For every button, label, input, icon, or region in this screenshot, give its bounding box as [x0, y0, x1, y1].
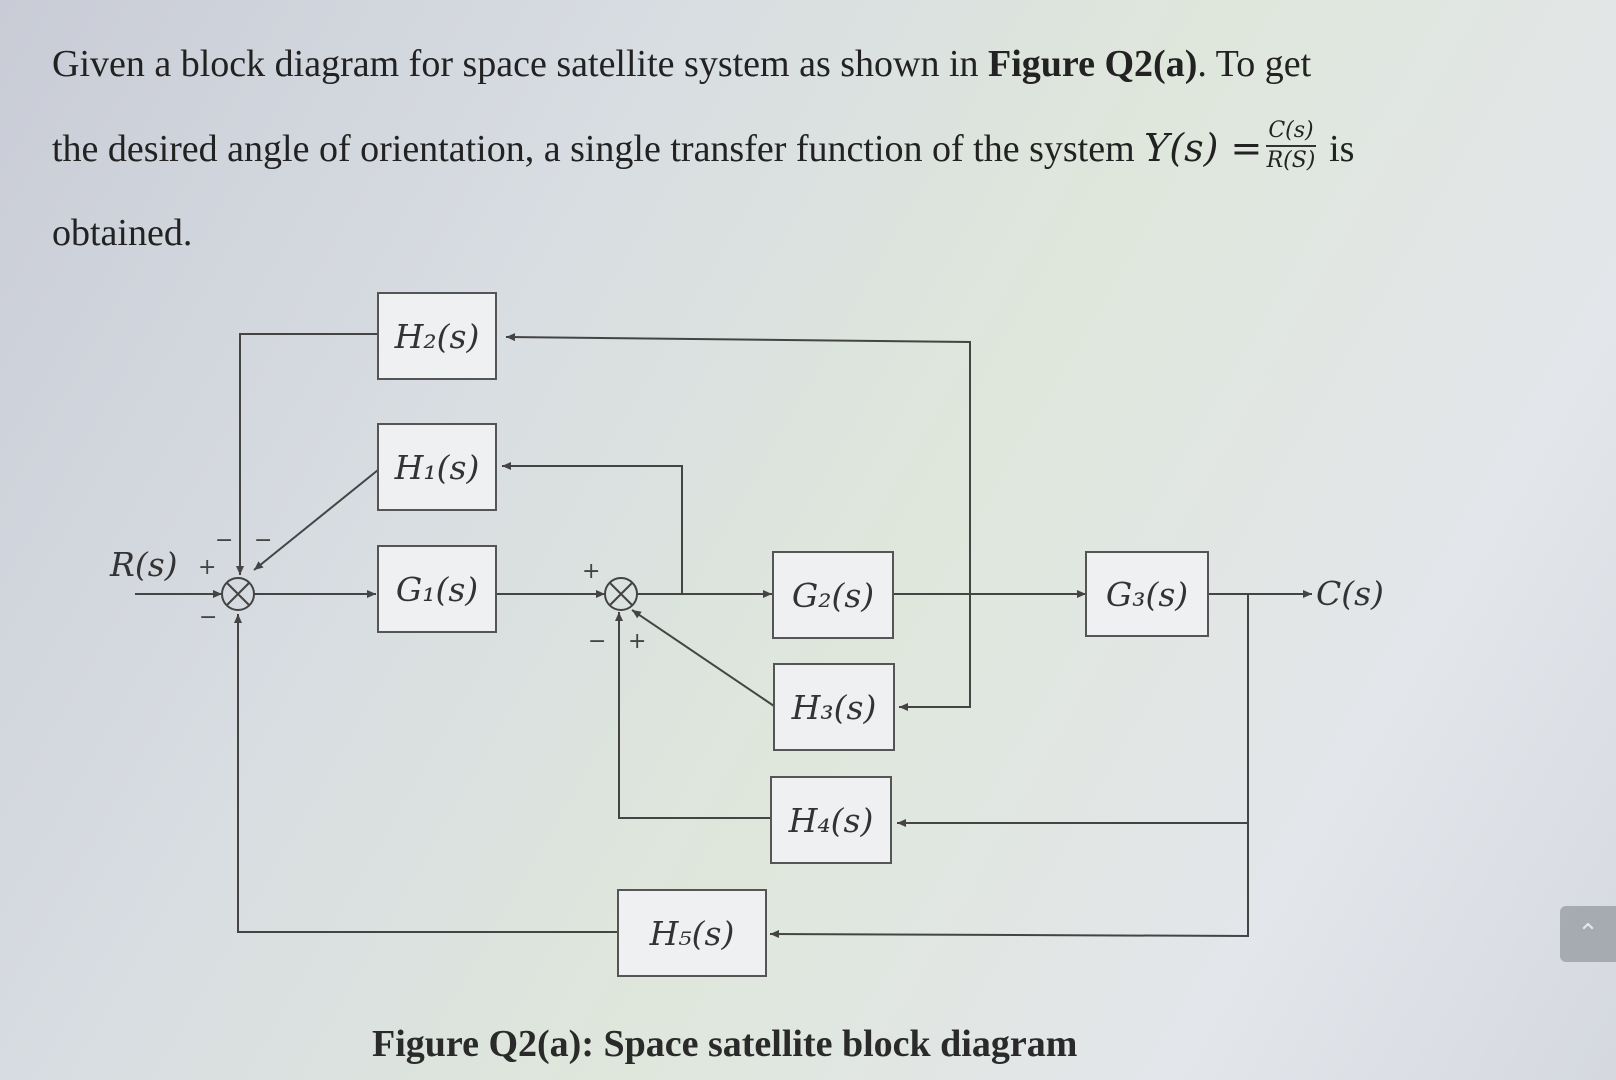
- transfer-function-expr: Y(s) =: [1144, 126, 1263, 170]
- sign-sj2-input: +: [582, 559, 600, 584]
- wire-h2-feedback-in: [505, 333, 971, 594]
- question-line-1: Given a block diagram for space satellit…: [52, 43, 1312, 85]
- svg-text:H₁(s): H₁(s): [394, 448, 480, 487]
- svg-text:H₅(s): H₅(s): [649, 914, 735, 953]
- block-g3: G₃(s): [1085, 551, 1209, 637]
- transfer-function-fraction: C(s)R(S): [1266, 117, 1316, 175]
- block-h4: H₄(s): [770, 776, 892, 864]
- block-h3: H₃(s): [773, 663, 895, 751]
- question-line-2: the desired angle of orientation, a sing…: [52, 117, 1355, 175]
- block-h5: H₅(s): [617, 889, 767, 977]
- wire-h5-feedback-out: [234, 614, 618, 933]
- question-line-3: obtained.: [52, 212, 193, 254]
- fraction-denominator: R(S): [1266, 148, 1316, 174]
- sign-sj2-bottom-right: +: [628, 629, 646, 654]
- block-h2: H₂(s): [377, 292, 497, 380]
- block-h1: H₁(s): [377, 423, 497, 511]
- svg-text:H₄(s): H₄(s): [788, 801, 874, 840]
- wire-h3-feedback-in: [899, 594, 971, 711]
- input-label: R(s): [109, 545, 178, 584]
- question-text: Given a block diagram for space satellit…: [52, 22, 1492, 275]
- scroll-to-top-button[interactable]: ⌃: [1560, 906, 1616, 962]
- sign-sj1-input: +: [198, 555, 216, 580]
- wire-h1-feedback-in: [502, 462, 683, 594]
- sign-sj1-bottom: −: [199, 605, 217, 630]
- figure-caption: Figure Q2(a): Space satellite block diag…: [372, 1023, 1078, 1065]
- wire-h2-feedback-out: [236, 333, 378, 575]
- summing-junction-1: [221, 577, 255, 611]
- wire-h4-feedback-out: [615, 612, 770, 819]
- svg-text:G₁(s): G₁(s): [396, 570, 478, 609]
- sign-sj2-bottom-left: −: [588, 629, 606, 654]
- svg-text:G₃(s): G₃(s): [1106, 575, 1188, 614]
- fraction-numerator: C(s): [1266, 117, 1316, 148]
- svg-text:G₂(s): G₂(s): [792, 576, 874, 615]
- sign-sj1-top-b: −: [254, 528, 272, 553]
- block-g2: G₂(s): [772, 551, 894, 639]
- figure-reference: Figure Q2(a): [988, 43, 1198, 85]
- output-label: C(s): [1316, 574, 1384, 613]
- wire-h1-feedback-out: [253, 469, 379, 571]
- chevron-up-icon: ⌃: [1577, 919, 1599, 949]
- svg-text:H₃(s): H₃(s): [791, 688, 877, 727]
- sign-sj1-top-a: −: [215, 528, 233, 553]
- summing-junction-2: [604, 577, 638, 611]
- block-g1: G₁(s): [377, 545, 497, 633]
- svg-text:H₂(s): H₂(s): [394, 317, 480, 356]
- wire-h3-feedback-out: [631, 609, 775, 707]
- wire-h5-feedback-in: [769, 823, 1249, 939]
